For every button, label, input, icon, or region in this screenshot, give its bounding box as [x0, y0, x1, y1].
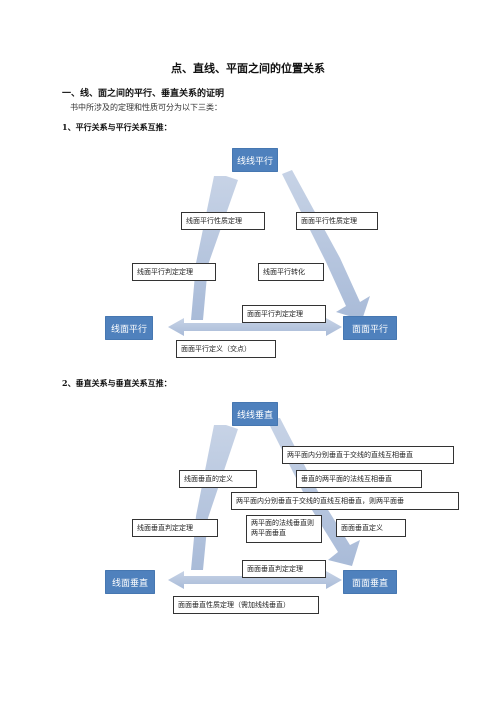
label-line-plane-parallel-criterion: 线面平行判定定理 — [132, 263, 216, 281]
label-plane-plane-perp-definition: 面面垂直定义 — [336, 519, 406, 537]
label-normals-of-perp-planes: 垂直的两平面的法线互相垂直 — [296, 470, 422, 488]
node-plane-plane-parallel: 面面平行 — [343, 316, 397, 340]
arrow-left-right-1 — [168, 318, 342, 336]
label-plane-plane-perp-property: 面面垂直性质定理（需加线线垂直） — [173, 596, 319, 614]
node-line-line-perpendicular: 线线垂直 — [232, 402, 278, 426]
section-heading: 一、线、面之间的平行、垂直关系的证明 — [62, 89, 225, 99]
node-line-plane-perpendicular: 线面垂直 — [105, 570, 155, 594]
page-title: 点、直线、平面之间的位置关系 — [171, 62, 325, 75]
label-plane-plane-parallel-criterion: 面面平行判定定理 — [242, 305, 326, 323]
arrow-top-to-left-1 — [191, 176, 238, 320]
label-plane-plane-perp-criterion: 面面垂直判定定理 — [242, 560, 326, 578]
node-line-plane-parallel: 线面平行 — [105, 316, 153, 340]
arrow-top-to-right-1 — [282, 170, 370, 320]
arrow-left-right-2 — [168, 571, 342, 589]
label-two-planes-intersection-perp: 两平面内分别垂直于交线的直线互相垂直 — [282, 446, 454, 464]
node-plane-plane-perpendicular: 面面垂直 — [343, 570, 397, 594]
subheading-perpendicular: 2、垂直关系与垂直关系互推： — [62, 378, 172, 388]
node-line-line-parallel: 线线平行 — [232, 148, 278, 172]
label-plane-plane-parallel-definition: 面面平行定义（交点） — [176, 340, 276, 358]
label-line-plane-parallel-property: 线面平行性质定理 — [181, 212, 265, 230]
label-two-planes-perp-converse: 两平面内分别垂直于交线的直线互相垂直，则两平面垂 — [231, 492, 459, 510]
intro-text: 书中所涉及的定理和性质可分为以下三类： — [70, 103, 222, 112]
label-line-plane-parallel-transform: 线面平行转化 — [258, 263, 324, 281]
subheading-parallel: 1、平行关系与平行关系互推： — [62, 122, 172, 132]
label-plane-plane-parallel-property: 面面平行性质定理 — [296, 212, 378, 230]
label-normals-perp-then-planes-perp: 两平面的法线垂直则两平面垂直 — [246, 515, 322, 543]
label-line-plane-perp-definition: 线面垂直的定义 — [179, 470, 257, 488]
label-line-plane-perp-criterion: 线面垂直判定定理 — [132, 519, 218, 537]
